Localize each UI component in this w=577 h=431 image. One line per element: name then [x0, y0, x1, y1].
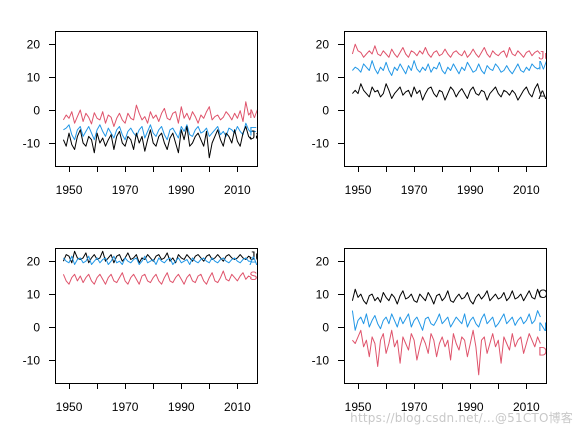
series-line-jul: [62, 250, 252, 264]
plot-frame: [344, 31, 547, 167]
x-tick-label: 1950: [345, 183, 372, 197]
y-tick-label: 0: [33, 321, 40, 335]
plot-frame: [55, 248, 258, 384]
x-tick-label: 1990: [168, 183, 195, 197]
y-tick-label: 20: [316, 255, 330, 269]
series-label-jan: Jan: [249, 128, 268, 142]
series-label-may: May: [538, 59, 561, 73]
series-line-nov: [351, 310, 541, 331]
series-label-dec: Dec: [538, 345, 559, 359]
y-tick-label: -10: [23, 354, 41, 368]
series-label-aug: Aug: [249, 254, 270, 268]
y-tick-label: 20: [27, 38, 41, 52]
y-tick-label: -10: [312, 354, 330, 368]
x-tick-label: 2010: [513, 400, 540, 414]
x-tick-label: 1970: [401, 400, 428, 414]
y-tick-label: -10: [23, 137, 41, 151]
watermark: https://blog.csdn.net/...@51CTO博客: [350, 411, 573, 425]
x-tick-label: 2010: [224, 400, 251, 414]
y-tick-label: -10: [312, 137, 330, 151]
y-tick-label: 20: [316, 38, 330, 52]
y-tick-label: 0: [33, 104, 40, 118]
series-label-jun: Jun: [538, 49, 557, 63]
series-line-jan: [62, 126, 252, 159]
y-tick-label: 0: [322, 104, 329, 118]
x-tick-label: 1970: [112, 183, 139, 197]
y-tick-label: 20: [27, 255, 41, 269]
plot-frame: [55, 31, 258, 167]
series-label-feb: Feb: [249, 124, 270, 138]
y-tick-label: 10: [27, 288, 41, 302]
y-tick-label: 10: [316, 288, 330, 302]
series-label-sep: Sep: [249, 269, 271, 283]
series-line-apr: [352, 83, 541, 101]
y-tick-label: 10: [27, 71, 41, 85]
x-tick-label: 1990: [457, 183, 484, 197]
series-line-jun: [351, 43, 541, 58]
x-tick-label: 2010: [224, 183, 251, 197]
y-tick-label: 10: [316, 71, 330, 85]
series-line-mar: [62, 101, 252, 127]
series-line-dec: [352, 329, 541, 376]
x-tick-label: 1950: [56, 183, 83, 197]
series-line-aug: [63, 255, 252, 265]
series-line-may: [352, 60, 541, 76]
series-line-sep: [62, 270, 252, 285]
series-label-apr: Apr: [538, 88, 557, 102]
y-tick-label: 0: [322, 321, 329, 335]
series-label-oct: Oct: [538, 287, 557, 301]
x-tick-label: 1950: [56, 400, 83, 414]
plot-frame: [344, 248, 547, 384]
series-label-nov: Nov: [538, 320, 559, 334]
x-tick-label: 1970: [112, 400, 139, 414]
series-line-oct: [351, 288, 541, 305]
x-tick-label: 1990: [457, 400, 484, 414]
series-label-mar: Mar: [249, 107, 270, 121]
series-label-jul: Jul: [249, 249, 264, 263]
x-tick-label: 1950: [345, 400, 372, 414]
x-tick-label: 1970: [401, 183, 428, 197]
x-tick-label: 2010: [513, 183, 540, 197]
x-tick-label: 1990: [168, 400, 195, 414]
series-line-feb: [63, 122, 252, 141]
